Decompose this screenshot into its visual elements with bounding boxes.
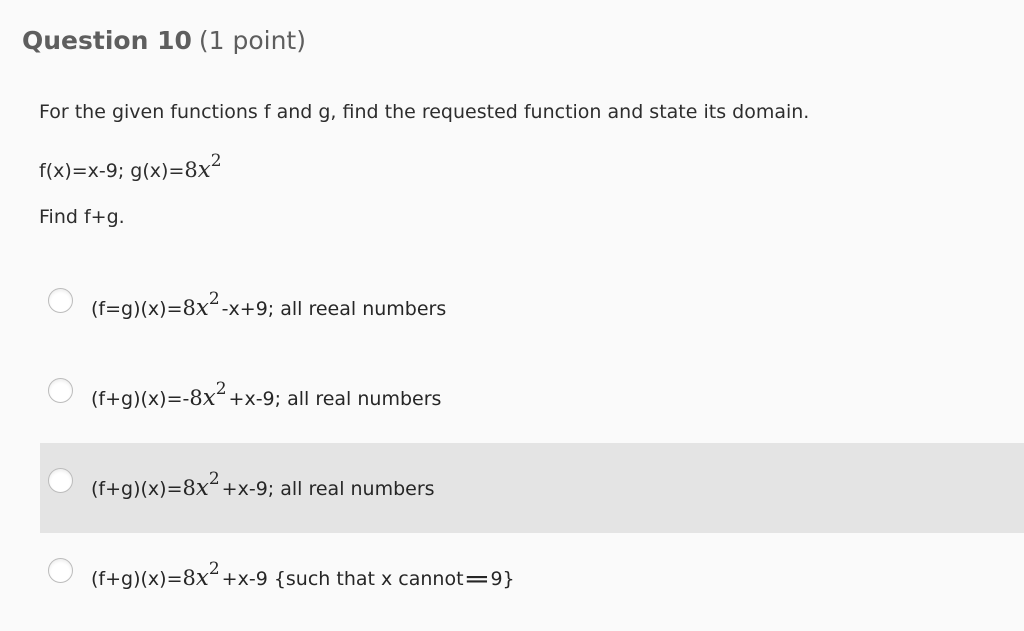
option-math-coefficient: 8: [189, 386, 203, 410]
option-math-coefficient: 8: [182, 296, 196, 320]
option-text-pre: (f=g)(x)=: [91, 298, 183, 320]
option-label-1[interactable]: (f=g)(x)=8x2-x+9; all reeal numbers: [91, 289, 447, 321]
definition-exponent: 2: [210, 151, 222, 171]
option-math-exponent: 2: [215, 379, 227, 399]
option-text-post: +x-9; all real numbers: [221, 478, 435, 500]
option-math-variable: x: [195, 295, 209, 321]
heavy-equals-sign: =: [462, 568, 491, 590]
option-label-4[interactable]: (f+g)(x)=8x2+x-9 {such that x cannot=9}: [91, 559, 515, 591]
option-text-pre: (f+g)(x)=: [91, 568, 183, 590]
option-math-variable: x: [202, 385, 216, 411]
option-math-coefficient: 8: [182, 566, 196, 590]
option-label-3[interactable]: (f+g)(x)=8x2+x-9; all real numbers: [91, 469, 435, 501]
question-prompt: For the given functions f and g, find th…: [39, 101, 810, 123]
option-text-post: -x+9; all reeal numbers: [221, 298, 447, 320]
function-definitions: f(x)=x-9; g(x)=8x2: [39, 151, 224, 183]
radio-button-3[interactable]: [48, 467, 73, 493]
question-title: Question 10: [22, 26, 192, 55]
option-text-post: +x-9 {such that x cannot: [221, 568, 464, 590]
option-text-post: +x-9; all real numbers: [228, 388, 442, 410]
option-math-exponent: 2: [208, 289, 220, 309]
question-task: Find f+g.: [39, 206, 125, 228]
option-math-coefficient: 8: [182, 476, 196, 500]
answer-option-1[interactable]: (f=g)(x)=8x2-x+9; all reeal numbers: [40, 263, 1024, 353]
radio-button-4[interactable]: [48, 557, 73, 583]
answer-option-2[interactable]: (f+g)(x)=-8x2+x-9; all real numbers: [40, 353, 1024, 443]
question-header: Question 10(1 point): [22, 26, 306, 55]
option-text-pre: (f+g)(x)=: [91, 478, 183, 500]
answer-options: (f=g)(x)=8x2-x+9; all reeal numbers (f+g…: [0, 263, 1024, 623]
radio-button-1[interactable]: [48, 287, 73, 313]
option-math-variable: x: [195, 565, 209, 591]
option-text-pre: (f+g)(x)=-: [91, 388, 190, 410]
definition-prefix: f(x)=x-9; g(x)=: [39, 160, 185, 182]
option-text-tail: 9}: [490, 568, 515, 590]
option-label-2[interactable]: (f+g)(x)=-8x2+x-9; all real numbers: [91, 379, 442, 411]
option-math-exponent: 2: [208, 559, 220, 579]
definition-variable: x: [197, 157, 211, 183]
answer-option-4[interactable]: (f+g)(x)=8x2+x-9 {such that x cannot=9}: [40, 533, 1024, 623]
option-math-exponent: 2: [208, 469, 220, 489]
radio-button-2[interactable]: [48, 377, 73, 403]
question-points: (1 point): [198, 26, 306, 55]
option-math-variable: x: [195, 475, 209, 501]
answer-option-3[interactable]: (f+g)(x)=8x2+x-9; all real numbers: [40, 443, 1024, 533]
definition-coefficient: 8: [184, 158, 198, 182]
